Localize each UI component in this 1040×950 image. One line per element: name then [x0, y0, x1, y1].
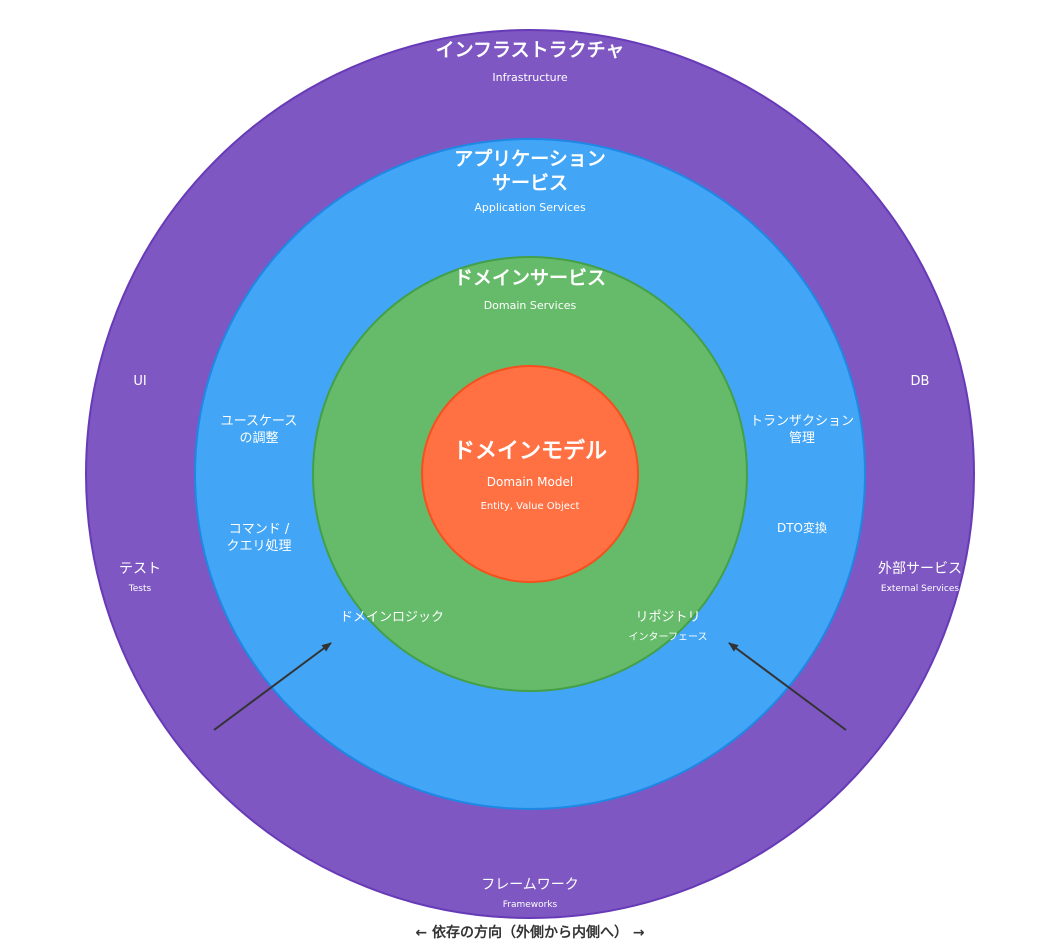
- application-subtitle: Application Services: [474, 201, 586, 214]
- domain-model-core: [421, 365, 639, 583]
- ds-item-repository: リポジトリ: [635, 610, 700, 625]
- infrastructure-subtitle: Infrastructure: [492, 71, 568, 84]
- domain-model-subtitle: Domain Model: [487, 475, 573, 489]
- domain-services-title: ドメインサービス: [454, 267, 606, 289]
- app-item-transaction-line2: 管理: [789, 431, 815, 446]
- infra-item-db: DB: [911, 374, 930, 389]
- app-item-usecase-line1: ユースケース: [221, 414, 298, 429]
- infra-item-tests-en: Tests: [128, 584, 152, 594]
- app-item-transaction-line1: トランザクション: [750, 414, 854, 429]
- domain-model-title: ドメインモデル: [453, 438, 607, 464]
- domain-services-subtitle: Domain Services: [484, 299, 577, 312]
- infra-item-external-en: External Services: [881, 584, 959, 594]
- dependency-arrow-right: [728, 642, 847, 731]
- application-title-line2: サービス: [492, 172, 568, 194]
- application-title-line1: アプリケーション: [454, 147, 606, 170]
- domain-model-detail: Entity, Value Object: [481, 501, 580, 512]
- infrastructure-title: インフラストラクチャ: [436, 39, 625, 61]
- app-item-usecase-line2: の調整: [239, 431, 278, 446]
- app-item-command-line2: クエリ処理: [226, 539, 291, 554]
- infra-item-tests: テスト: [119, 561, 161, 577]
- dependency-arrow-left: [213, 642, 332, 731]
- ds-item-domain-logic: ドメインロジック: [340, 610, 444, 625]
- infra-item-ui: UI: [133, 374, 146, 389]
- app-item-dto: DTO変換: [777, 520, 827, 535]
- infra-item-frameworks-en: Frameworks: [503, 900, 558, 910]
- app-item-command-line1: コマンド /: [229, 522, 290, 537]
- infra-item-external: 外部サービス: [878, 561, 962, 577]
- ds-item-repository-sub: インターフェース: [629, 631, 708, 643]
- dependency-direction-caption: ← 依存の方向（外側から内側へ） →: [415, 924, 644, 941]
- infra-item-frameworks: フレームワーク: [481, 877, 579, 893]
